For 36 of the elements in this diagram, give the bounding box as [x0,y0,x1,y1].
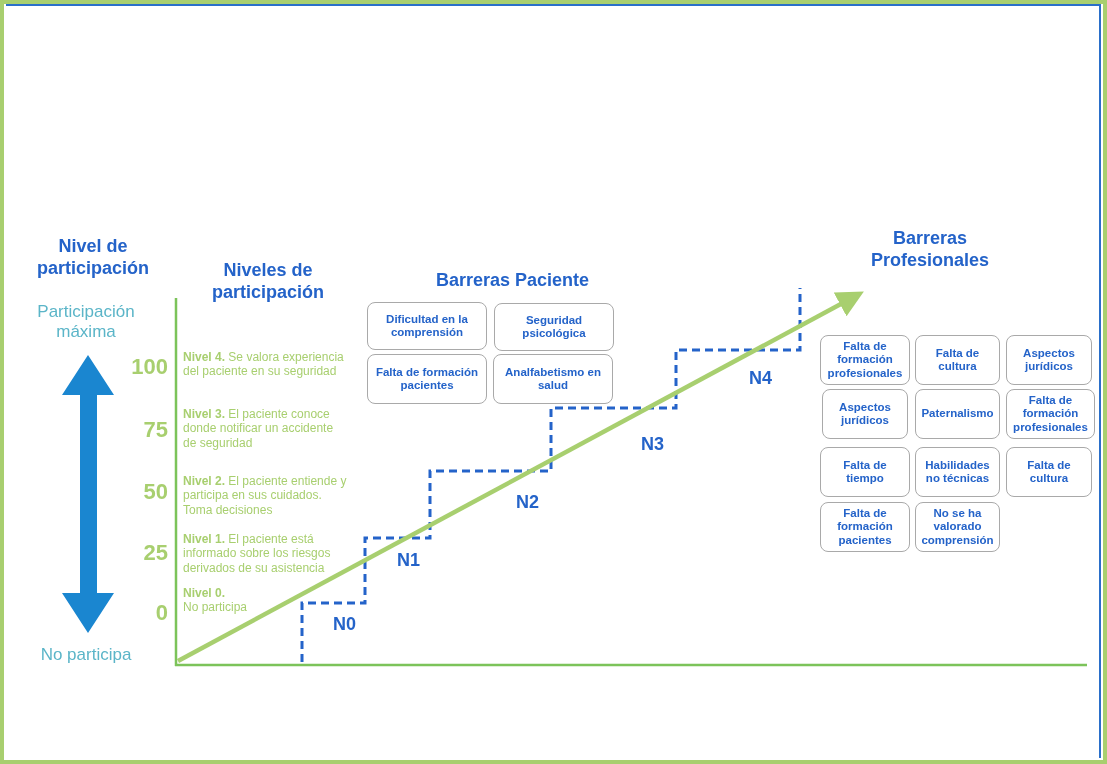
scale-label: No participa [39,645,133,666]
scale-number: 25 [142,540,168,567]
level-description: Nivel 2. El paciente entiende y participa en sus cuidados. Toma decisiones [183,474,348,518]
scale-number: 0 [154,600,168,627]
barrier-box: Aspectos jurídicos [1006,335,1092,385]
level-marker: N1 [397,550,421,572]
level-marker: N0 [333,614,357,636]
barrier-box: Falta de formación pacientes [820,502,910,552]
level-marker: N3 [641,434,665,456]
scale-number: 75 [142,417,168,444]
barrier-box: Aspectos jurídicos [822,389,908,439]
section-heading: Barreras Profesionales [869,228,990,272]
barrier-box: Falta de formación profesionales [820,335,910,385]
barrier-box: Seguridad psicológica [494,303,614,351]
scale-number: 50 [142,479,168,506]
level-description: Nivel 0. No participa [183,586,249,615]
axis-title: Nivel de participación [36,236,150,280]
barrier-box: Falta de cultura [1006,447,1092,497]
barrier-box: Dificultad en la comprensión [367,302,487,350]
barrier-box: Analfabetismo en salud [493,354,613,404]
level-description: Nivel 4. Se valora experiencia del paciente en su seguridad [183,350,345,379]
level-marker: N4 [749,368,773,390]
barrier-box: Habilidades no técnicas [915,447,1000,497]
barrier-box: No se ha valorado comprensión [915,502,1000,552]
barrier-box: Paternalismo [915,389,1000,439]
barrier-box: Falta de cultura [915,335,1000,385]
level-description: Nivel 1. El paciente está informado sobre los riesgos derivados de su asistencia [183,532,332,576]
level-description: Nivel 3. El paciente conoce donde notificar un accidente de seguridad [183,407,335,451]
barrier-box: Falta de tiempo [820,447,910,497]
level-marker: N2 [516,492,540,514]
section-heading: Niveles de participación [211,260,325,304]
barrier-box: Falta de formación profesionales [1006,389,1095,439]
barrier-box: Falta de formación pacientes [367,354,487,404]
scale-label: Participación máxima [36,302,136,343]
section-heading: Barreras Paciente [434,270,591,292]
scale-number: 100 [130,354,168,381]
